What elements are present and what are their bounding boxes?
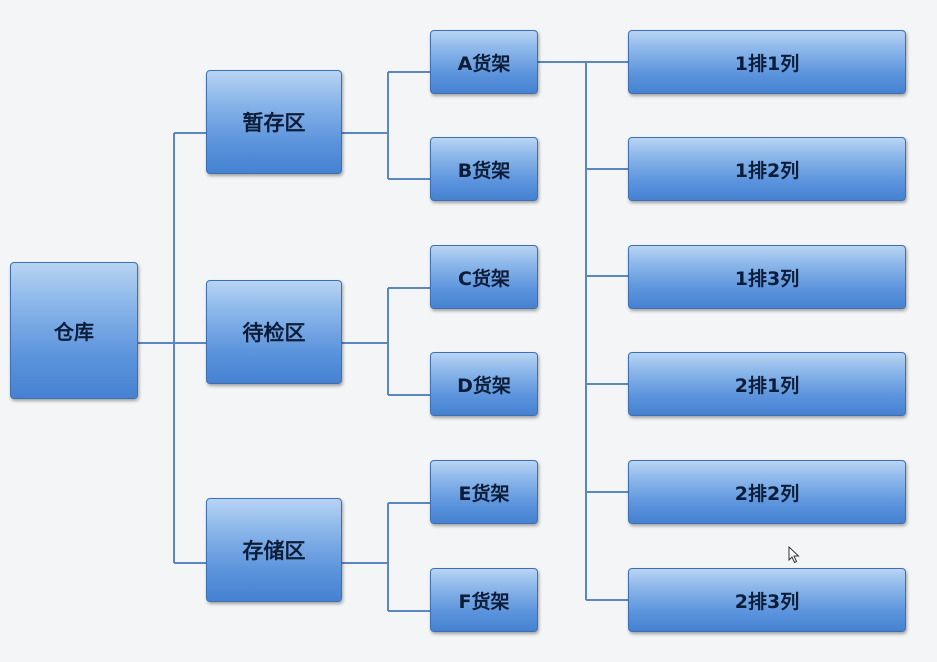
connector-root-to-zones [138, 132, 206, 564]
node-position-1-1: 1排1列 [628, 30, 906, 94]
node-shelf-c: C货架 [430, 245, 538, 309]
mouse-pointer-icon [788, 546, 800, 564]
node-shelf-a: A货架 [430, 30, 538, 94]
node-position-2-3: 2排3列 [628, 568, 906, 632]
node-shelf-d: D货架 [430, 352, 538, 416]
connector-zone3-to-shelves [342, 502, 430, 612]
node-zone-inspection: 待检区 [206, 280, 342, 384]
connector-zone1-to-shelves [342, 71, 430, 180]
node-position-2-2: 2排2列 [628, 460, 906, 524]
node-position-2-1: 2排1列 [628, 352, 906, 416]
node-shelf-f: F货架 [430, 568, 538, 632]
node-zone-staging: 暂存区 [206, 70, 342, 174]
node-shelf-e: E货架 [430, 460, 538, 524]
node-position-1-3: 1排3列 [628, 245, 906, 309]
connector-shelfA-to-positions [538, 61, 628, 601]
connector-zone2-to-shelves [342, 287, 430, 396]
node-shelf-b: B货架 [430, 137, 538, 201]
node-zone-storage: 存储区 [206, 498, 342, 602]
node-position-1-2: 1排2列 [628, 137, 906, 201]
node-root: 仓库 [10, 262, 138, 399]
